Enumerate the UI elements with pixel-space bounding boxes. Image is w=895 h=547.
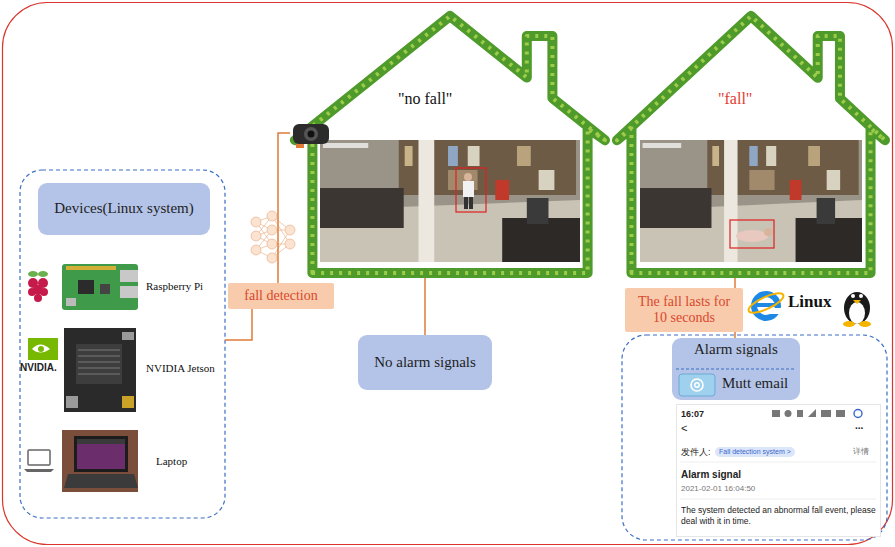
- phone-divider: [680, 462, 876, 463]
- neural-network-icon: [251, 211, 295, 263]
- laptop-icon: [24, 450, 54, 472]
- box-label: Mutt email: [722, 375, 788, 392]
- device-box: Devices(Linux system): [38, 183, 210, 235]
- screen-text: Alarm signal: [681, 469, 741, 481]
- house-outline: [612, 8, 890, 278]
- screen-text: 详情: [853, 447, 869, 456]
- alarm-divider: [676, 369, 796, 370]
- connector-line: [424, 278, 426, 335]
- house-label: "no fall": [398, 90, 452, 108]
- house-frame: "fall": [612, 8, 890, 278]
- alarm-panel: [622, 335, 887, 540]
- box-label: Alarm signals: [694, 341, 778, 358]
- connector-line: [734, 278, 736, 288]
- screen-text: 2021-02-01 16:04:50: [681, 484, 755, 493]
- logo-text: NVIDIA.: [20, 362, 57, 373]
- panel-wire: [225, 309, 252, 340]
- screen-text: <: [681, 422, 687, 435]
- jetson-board: [64, 328, 136, 412]
- ie-logo: [746, 290, 786, 318]
- device-label: NVIDIA Jetson: [146, 362, 215, 374]
- box-label: The fall lasts for 10 seconds: [631, 294, 737, 326]
- screen-text: 发件人:: [681, 447, 711, 457]
- camera-icon: [293, 124, 329, 148]
- house-border: [295, 16, 605, 273]
- box-label: Devices(Linux system): [54, 200, 194, 217]
- phone-divider: [680, 499, 876, 500]
- status-box: No alarm signals: [358, 335, 492, 390]
- tux-icon: [843, 292, 871, 327]
- screen-text: The system detected an abnormal fall eve…: [681, 505, 877, 527]
- box-label: fall detection: [244, 288, 317, 304]
- os-label: Linux: [788, 292, 831, 312]
- nvidia-logo: [28, 338, 58, 360]
- house-outline: [290, 8, 610, 278]
- phone-screen: 16:07 <... 发件人: 详情 Alarm signal 2021-02-01 16…: [676, 404, 881, 537]
- raspberry-board: [62, 264, 138, 310]
- house-border: [617, 16, 885, 273]
- process-box: fall detection: [228, 283, 334, 309]
- alarm-box: Alarm signalsMutt email: [672, 338, 800, 400]
- room-photo: [640, 140, 862, 262]
- pill-label: Fall detection system >: [719, 448, 791, 456]
- connector-line: [278, 133, 290, 283]
- device-panel: [20, 170, 225, 518]
- leaf-texture: [617, 16, 885, 273]
- screen-text: 16:07: [681, 409, 704, 419]
- house-label: "fall": [718, 90, 752, 108]
- email-icon: [679, 374, 715, 396]
- sender-pill: Fall detection system >: [715, 447, 795, 457]
- house-frame: "no fall": [290, 8, 610, 278]
- laptop-photo: [62, 430, 138, 492]
- device-label: Laptop: [156, 455, 187, 467]
- screen-text: ...: [855, 420, 863, 432]
- outer-frame: [3, 3, 893, 545]
- room-photo: [320, 140, 580, 262]
- condition-box: The fall lasts for 10 seconds: [625, 288, 743, 332]
- raspberry-logo: [28, 271, 48, 302]
- status-icons: [772, 409, 862, 418]
- box-label: No alarm signals: [374, 354, 476, 371]
- leaf-texture: [295, 16, 605, 273]
- device-label: Raspberry Pi: [146, 280, 203, 292]
